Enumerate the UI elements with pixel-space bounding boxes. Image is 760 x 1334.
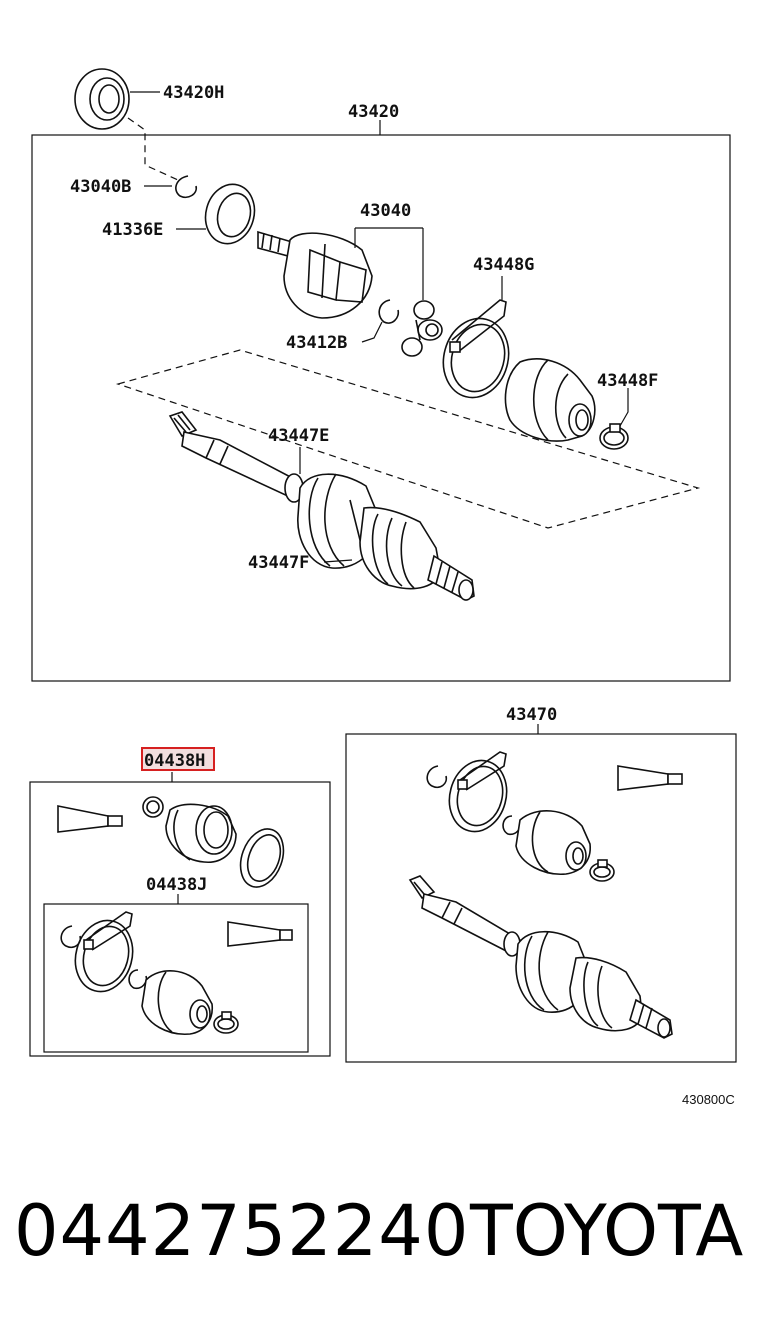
label-43420[interactable]: 43420 — [348, 102, 399, 122]
label-43040B[interactable]: 43040B — [70, 177, 131, 197]
kit-04438H-frame — [29, 781, 331, 1057]
label-43448G[interactable]: 43448G — [473, 255, 534, 275]
label-43412B[interactable]: 43412B — [286, 333, 347, 353]
brand-name: TOYOTA — [470, 1190, 744, 1272]
outer-joint[interactable] — [359, 506, 475, 601]
label-43448F[interactable]: 43448F — [597, 371, 658, 391]
ring-41336E[interactable] — [199, 179, 261, 249]
ring-04438H-small[interactable] — [142, 796, 164, 818]
label-41336E[interactable]: 41336E — [102, 220, 163, 240]
clamp-43470-small[interactable] — [589, 859, 615, 882]
label-43447E[interactable]: 43447E — [268, 426, 329, 446]
oil-seal-43420H[interactable] — [74, 68, 130, 130]
snap-ring-43412B[interactable] — [378, 299, 400, 324]
label-43040[interactable]: 43040 — [360, 201, 411, 221]
boot-04438H[interactable] — [165, 803, 237, 863]
grease-tube-04438H[interactable] — [57, 805, 123, 833]
label-43420H[interactable]: 43420H — [163, 83, 224, 103]
clamp-43448F[interactable] — [599, 423, 629, 450]
ring-04438H-large[interactable] — [233, 823, 291, 893]
label-43447F[interactable]: 43447F — [248, 553, 309, 573]
tripod-43040[interactable] — [401, 300, 443, 357]
snap-ring-43040B[interactable] — [175, 175, 198, 199]
boot-43470[interactable] — [515, 810, 591, 875]
clamp-04438J-small[interactable] — [213, 1011, 239, 1034]
grease-tube-04438J[interactable] — [227, 921, 293, 947]
joint-housing[interactable] — [257, 230, 373, 319]
clamp-43470-large[interactable] — [442, 751, 515, 838]
label-04438J[interactable]: 04438J — [146, 875, 207, 895]
grease-tube-43470[interactable] — [617, 765, 683, 791]
inner-boot[interactable] — [504, 358, 596, 442]
footer: 0442752240 TOYOTA — [0, 1190, 760, 1280]
axle-shaft[interactable] — [168, 411, 304, 503]
dashed-subassembly-outline — [115, 349, 701, 529]
assembly-43420-frame — [31, 134, 731, 682]
boot-04438J[interactable] — [141, 970, 214, 1035]
part-number: 0442752240 — [14, 1190, 470, 1272]
kit-04438J-frame — [43, 903, 309, 1053]
snap-ring-43470[interactable] — [426, 765, 448, 789]
clamp-04438J-large[interactable] — [68, 911, 141, 998]
axle-shaft-43470[interactable] — [408, 875, 522, 957]
label-43470[interactable]: 43470 — [506, 705, 557, 725]
kit-43470-frame — [345, 733, 737, 1063]
snap-ring-04438J-inner[interactable] — [128, 969, 148, 990]
highlight-04438H — [141, 747, 215, 771]
label-04438H[interactable]: 04438H — [144, 751, 205, 771]
snap-ring-04438J[interactable] — [60, 925, 82, 949]
clamp-43448G[interactable] — [435, 299, 518, 405]
figure-code: 430800C — [682, 1092, 735, 1107]
outer-joint-43470[interactable] — [569, 956, 673, 1039]
